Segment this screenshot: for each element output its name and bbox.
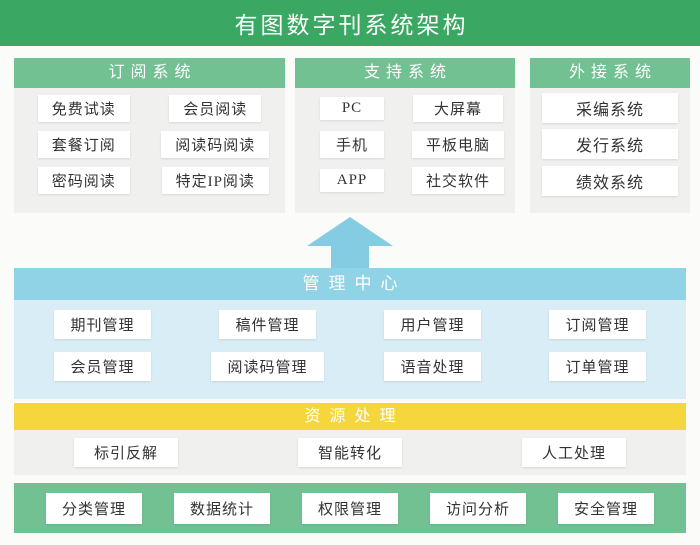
management-center-header: 管理中心 [14, 268, 686, 300]
node-big-screen: 大屏幕 [413, 94, 503, 122]
node-package-subscription: 套餐订阅 [37, 130, 130, 158]
node-reading-code-management: 阅读码管理 [211, 351, 324, 381]
panel-support-system: 支持系统 PC 大屏幕 手机 平板电脑 APP 社交软件 [295, 58, 515, 213]
node-subscription-management: 订阅管理 [549, 310, 646, 340]
node-social-software: 社交软件 [411, 167, 504, 195]
management-center-items: 期刊管理 稿件管理 用户管理 订阅管理 会员管理 阅读码管理 语音处理 订单管理 [14, 300, 686, 399]
node-performance-system: 绩效系统 [542, 165, 678, 196]
node-app: APP [320, 169, 384, 193]
page-title: 有图数字刊系统架构 [234, 13, 469, 38]
node-member-reading: 会员阅读 [169, 94, 262, 122]
node-free-trial-reading: 免费试读 [37, 94, 130, 122]
node-editorial-system: 采编系统 [542, 93, 678, 124]
node-tablet: 平板电脑 [411, 130, 504, 158]
node-manual-processing: 人工处理 [521, 438, 626, 467]
resource-processing-items: 标引反解 智能转化 人工处理 [14, 430, 686, 475]
external-system-items: 采编系统 发行系统 绩效系统 [530, 88, 690, 213]
subscription-system-header: 订阅系统 [14, 58, 285, 88]
node-access-analysis: 访问分析 [430, 492, 526, 524]
node-reading-code-reading: 阅读码阅读 [161, 130, 270, 158]
support-system-items: PC 大屏幕 手机 平板电脑 APP 社交软件 [295, 88, 515, 213]
node-order-management: 订单管理 [549, 351, 646, 381]
node-user-management: 用户管理 [384, 310, 481, 340]
node-intelligent-conversion: 智能转化 [297, 438, 402, 467]
node-index-resolution: 标引反解 [73, 438, 178, 467]
panel-external-system: 外接系统 采编系统 发行系统 绩效系统 [530, 58, 690, 213]
node-data-statistics: 数据统计 [174, 492, 270, 524]
node-manuscript-management: 稿件管理 [219, 310, 316, 340]
subscription-system-items: 免费试读 会员阅读 套餐订阅 阅读码阅读 密码阅读 特定IP阅读 [14, 88, 285, 213]
support-system-header: 支持系统 [295, 58, 515, 88]
foundation-services-bar: 分类管理 数据统计 权限管理 访问分析 安全管理 [14, 483, 686, 533]
node-password-reading: 密码阅读 [37, 167, 130, 195]
node-voice-processing: 语音处理 [384, 351, 481, 381]
node-journal-management: 期刊管理 [54, 310, 151, 340]
top-systems-row: 订阅系统 免费试读 会员阅读 套餐订阅 阅读码阅读 密码阅读 特定IP阅读 支持… [14, 58, 690, 213]
node-pc: PC [320, 96, 384, 120]
node-distribution-system: 发行系统 [542, 129, 678, 160]
node-mobile-phone: 手机 [320, 130, 384, 158]
external-system-header: 外接系统 [530, 58, 690, 88]
node-classification-management: 分类管理 [46, 492, 142, 524]
node-specific-ip-reading: 特定IP阅读 [161, 167, 269, 195]
up-arrow-icon [0, 213, 700, 268]
node-member-management: 会员管理 [54, 351, 151, 381]
resource-processing-header: 资源处理 [14, 403, 686, 430]
node-security-management: 安全管理 [558, 492, 654, 524]
panel-subscription-system: 订阅系统 免费试读 会员阅读 套餐订阅 阅读码阅读 密码阅读 特定IP阅读 [14, 58, 285, 213]
title-bar: 有图数字刊系统架构 [0, 0, 700, 46]
up-arrow-shape [307, 217, 393, 268]
node-permission-management: 权限管理 [302, 492, 398, 524]
